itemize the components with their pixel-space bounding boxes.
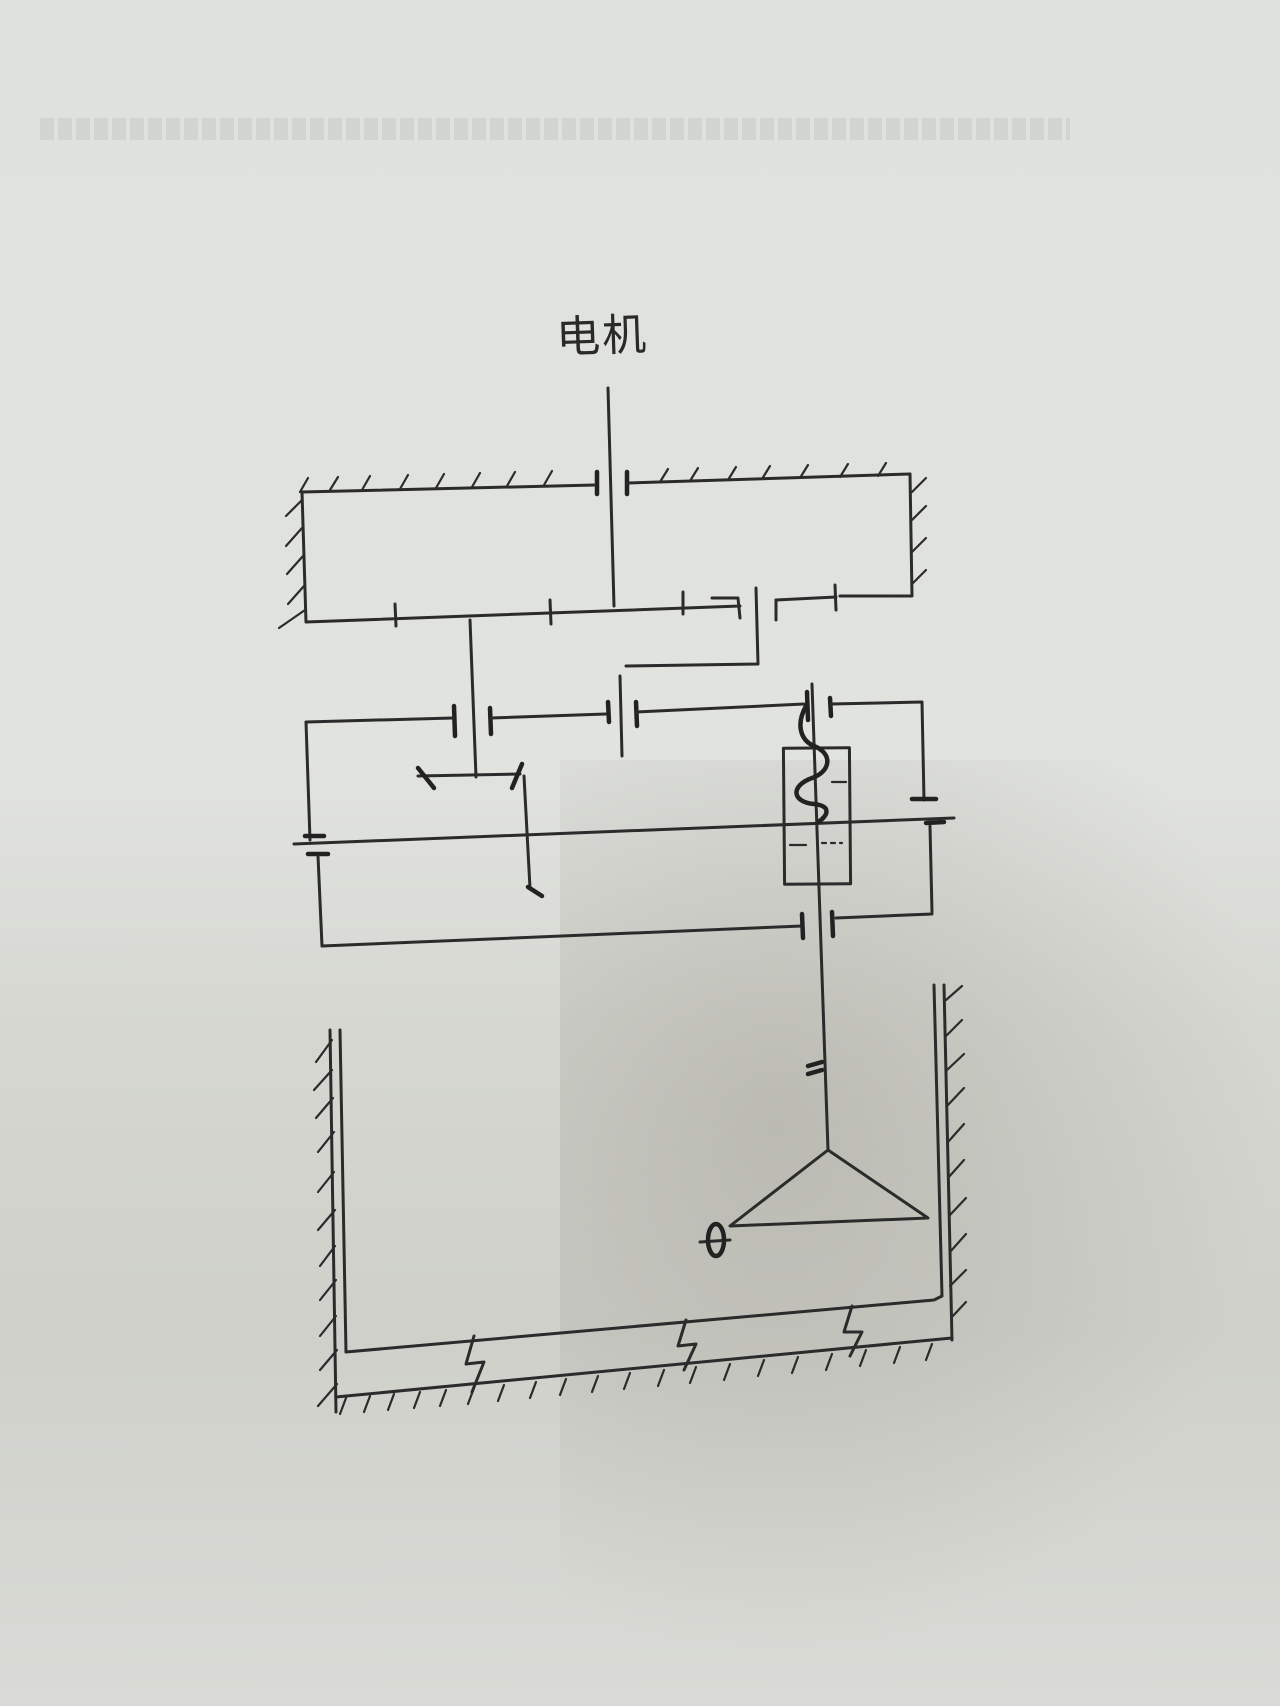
impeller xyxy=(698,1148,930,1259)
horizontal-shaft xyxy=(292,816,956,948)
output-shaft xyxy=(781,682,853,1152)
tank xyxy=(312,983,968,1416)
gear-train xyxy=(304,586,939,899)
upper-frame xyxy=(277,461,928,630)
photo-shadow xyxy=(560,760,1280,1660)
motor-shaft xyxy=(594,386,630,608)
show-through-text xyxy=(40,118,1070,140)
